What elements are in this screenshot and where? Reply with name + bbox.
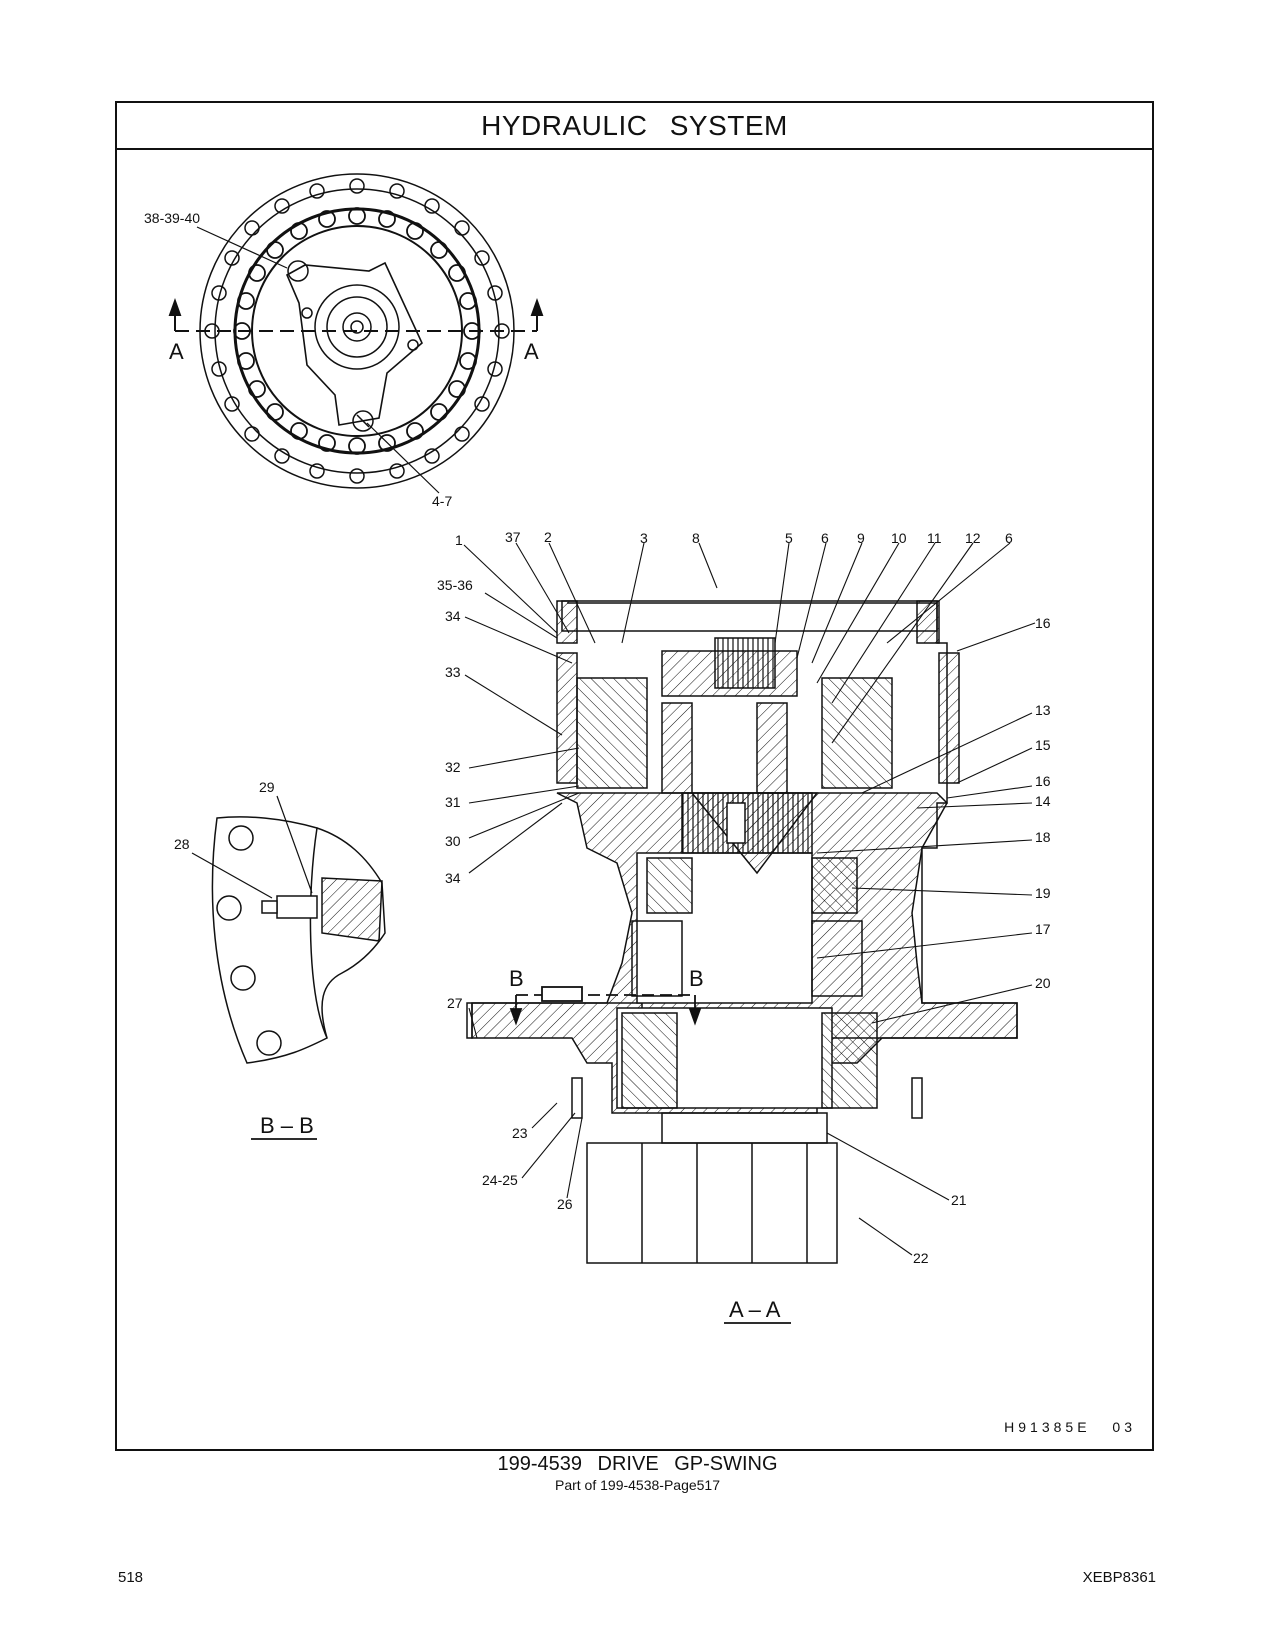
callout-5: 5	[785, 530, 793, 546]
callout-18: 18	[1035, 829, 1051, 845]
section-marker-b-right: B	[689, 966, 704, 991]
caption-title: 199-4539 DRIVE GP-SWING	[497, 1453, 778, 1475]
callout-21: 21	[951, 1192, 967, 1208]
page-header-title: HYDRAULIC SYSTEM	[117, 103, 1152, 150]
callout-3: 3	[640, 530, 648, 546]
callout-6a: 6	[821, 530, 829, 546]
figure-code: H91385E 03	[1004, 1419, 1136, 1435]
callout-19: 19	[1035, 885, 1051, 901]
callout-10: 10	[891, 530, 907, 546]
callout-35-36: 35-36	[437, 577, 473, 593]
callout-37: 37	[505, 529, 521, 545]
callout-30: 30	[445, 833, 461, 849]
callout-17: 17	[1035, 921, 1051, 937]
view-label-bb: B – B	[260, 1113, 314, 1138]
callout-34b: 34	[445, 870, 461, 886]
section-line-bb	[509, 986, 702, 1026]
callout-24-25: 24-25	[482, 1172, 518, 1188]
callout-2: 2	[544, 529, 552, 545]
callout-23: 23	[512, 1125, 528, 1141]
drawing-frame: HYDRAULIC SYSTEM	[115, 101, 1154, 1451]
section-marker-a-right: A	[524, 339, 539, 364]
callout-11: 11	[927, 530, 942, 546]
callout-4-7: 4-7	[432, 493, 452, 509]
callout-33: 33	[445, 664, 461, 680]
section-marker-a-left: A	[169, 339, 184, 364]
callout-32: 32	[445, 759, 461, 775]
callout-28: 28	[174, 836, 190, 852]
view-bb-drawing	[211, 816, 386, 1064]
callout-20: 20	[1035, 975, 1051, 991]
callout-13: 13	[1035, 702, 1051, 718]
parts-illustration: A A 38-39-40 4-7	[144, 173, 1051, 1324]
callout-6b: 6	[1005, 530, 1013, 546]
document-id: XEBP8361	[1082, 1569, 1156, 1586]
caption-subtitle: Part of 199-4538-Page517	[554, 1477, 720, 1493]
callout-34a: 34	[445, 608, 461, 624]
callout-16b: 16	[1035, 773, 1051, 789]
leader-lines	[463, 542, 1036, 1256]
section-aa-drawing	[466, 600, 1018, 1264]
callout-26: 26	[557, 1196, 573, 1212]
callout-27: 27	[447, 995, 463, 1011]
callout-14: 14	[1035, 793, 1051, 809]
section-line-aa	[168, 298, 544, 332]
callout-1: 1	[455, 532, 463, 548]
callout-29: 29	[259, 779, 275, 795]
callout-38-39-40: 38-39-40	[144, 210, 200, 226]
callout-22: 22	[913, 1250, 929, 1266]
callout-12: 12	[965, 530, 981, 546]
view-label-aa: A – A	[729, 1297, 781, 1322]
callout-9: 9	[857, 530, 865, 546]
callout-8: 8	[692, 530, 700, 546]
callout-31: 31	[445, 794, 461, 810]
page-number: 518	[118, 1569, 144, 1586]
callout-16a: 16	[1035, 615, 1051, 631]
section-marker-b-left: B	[509, 966, 524, 991]
callout-15: 15	[1035, 737, 1051, 753]
